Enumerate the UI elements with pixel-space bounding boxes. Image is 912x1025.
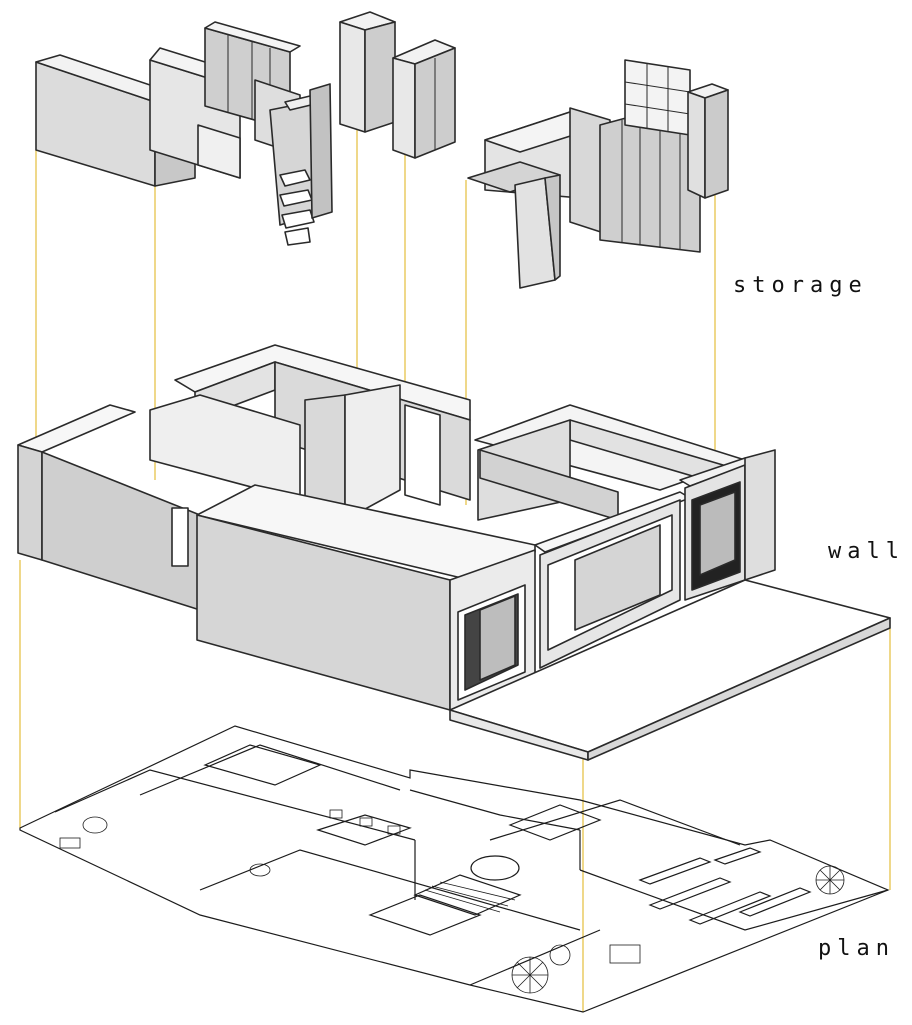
storage-cabinets-right: [467, 59, 729, 289]
storage-tall-wardrobe-2: [392, 39, 456, 159]
wall-label: wall: [828, 539, 905, 564]
wall-window-left: [171, 507, 189, 567]
storage-label: storage: [733, 273, 868, 298]
plan-layer: plan: [19, 725, 895, 1013]
storage-stepped-shelf: [269, 83, 333, 246]
wall-layer: wall: [17, 344, 905, 761]
storage-layer: storage: [35, 11, 868, 298]
storage-tall-wardrobe-1: [339, 11, 396, 133]
guide-lines: [19, 130, 891, 1012]
plan-label: plan: [818, 936, 895, 961]
plan-outline: [19, 725, 890, 1013]
storage-kitchen-cabinets: [149, 21, 301, 179]
